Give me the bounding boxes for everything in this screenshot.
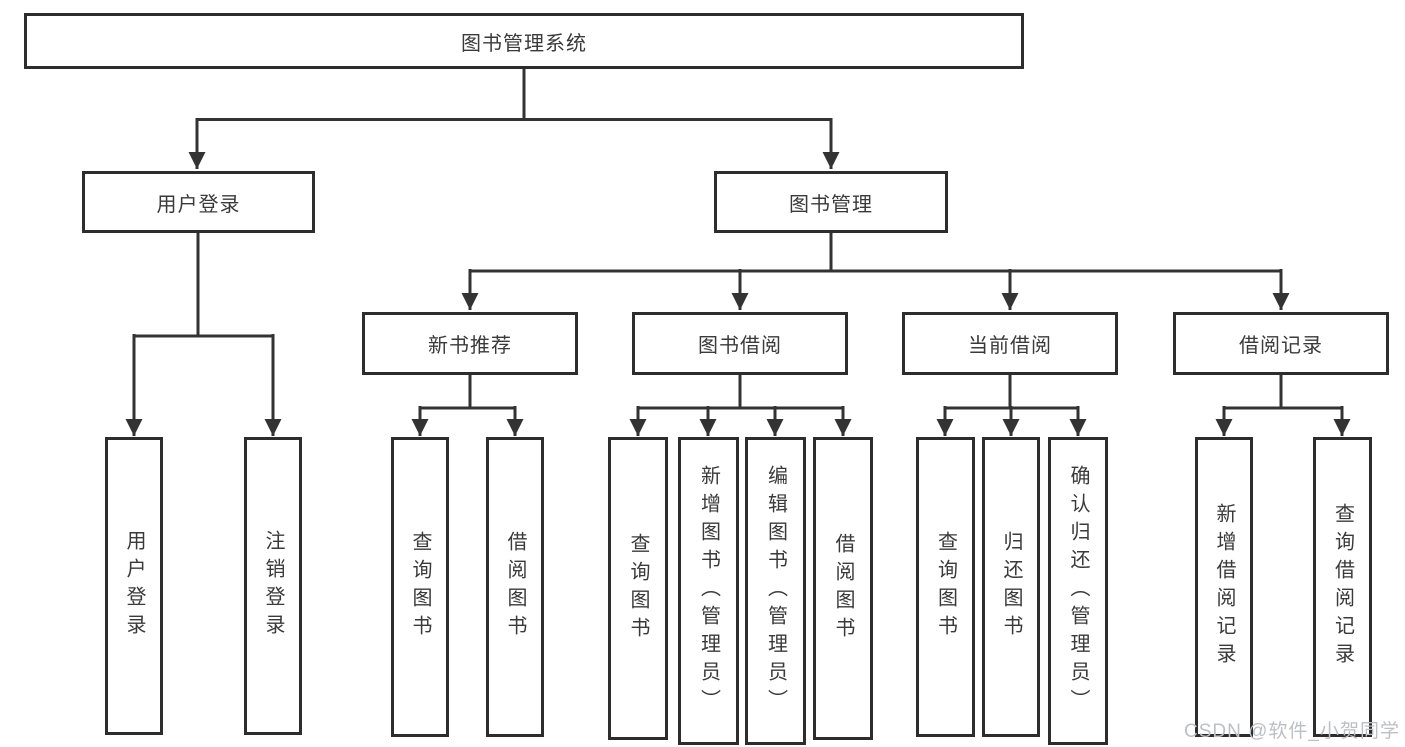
node-rec-borrow-book: 借阅图书 [486,437,544,737]
node-bb-edit-book-admin-label: 编辑图书（管理员） [764,465,787,717]
node-root-label: 图书管理系统 [461,32,587,55]
edges-user-login-children [125,232,282,436]
node-bb-add-book-admin: 新增图书（管理员） [678,437,739,745]
node-bb-borrow-book-label: 借阅图书 [832,532,854,645]
node-cb-return-book-label: 归还图书 [1000,531,1022,643]
node-br-query-record-label: 查询借阅记录 [1331,503,1354,671]
node-cb-query-book: 查询图书 [916,437,975,737]
node-book-mgmt-label: 图书管理 [789,193,873,216]
node-cb-confirm-return-admin: 确认归还（管理员） [1048,437,1108,745]
node-logout: 注销登录 [244,437,302,735]
node-book-borrow-label: 图书借阅 [698,335,782,357]
node-cb-confirm-return-admin-label: 确认归还（管理员） [1067,465,1089,717]
edges-root-to-level2 [188,69,840,169]
edges-book-borrow-children [629,373,852,436]
node-rec-borrow-book-label: 借阅图书 [504,531,526,643]
node-login-label: 用户登录 [123,530,145,642]
edges-borrow-record-children [1215,373,1351,436]
node-bb-query-book: 查询图书 [608,437,668,740]
node-bb-borrow-book: 借阅图书 [813,437,873,740]
node-current-borrow: 当前借阅 [902,312,1118,375]
node-new-book-rec-label: 新书推荐 [428,335,512,357]
node-br-add-record-label: 新增借阅记录 [1213,503,1235,671]
node-root: 图书管理系统 [24,13,1024,69]
node-bb-query-book-label: 查询图书 [627,532,649,645]
edges-current-borrow-children [936,373,1087,436]
node-rec-query-book-label: 查询图书 [409,531,431,643]
watermark: CSDN @软件_小贺同学 [1184,721,1400,742]
node-book-mgmt: 图书管理 [714,171,948,233]
node-logout-label: 注销登录 [262,530,284,642]
node-user-login-label: 用户登录 [156,193,241,216]
edges-new-book-rec-children [411,373,524,436]
node-borrow-record: 借阅记录 [1173,312,1389,375]
node-br-add-record: 新增借阅记录 [1195,437,1253,737]
node-book-borrow: 图书借阅 [632,312,848,375]
edges-book-mgmt-children [461,232,1290,310]
node-borrow-record-label: 借阅记录 [1239,335,1323,357]
node-bb-edit-book-admin: 编辑图书（管理员） [745,437,806,745]
node-current-borrow-label: 当前借阅 [968,335,1052,357]
node-login: 用户登录 [105,437,163,735]
node-br-query-record: 查询借阅记录 [1313,437,1372,737]
node-cb-return-book: 归还图书 [982,437,1040,737]
node-new-book-rec: 新书推荐 [362,312,578,375]
node-user-login: 用户登录 [82,171,315,233]
node-rec-query-book: 查询图书 [391,437,449,737]
node-cb-query-book-label: 查询图书 [934,531,957,643]
node-bb-add-book-admin-label: 新增图书（管理员） [697,465,720,717]
